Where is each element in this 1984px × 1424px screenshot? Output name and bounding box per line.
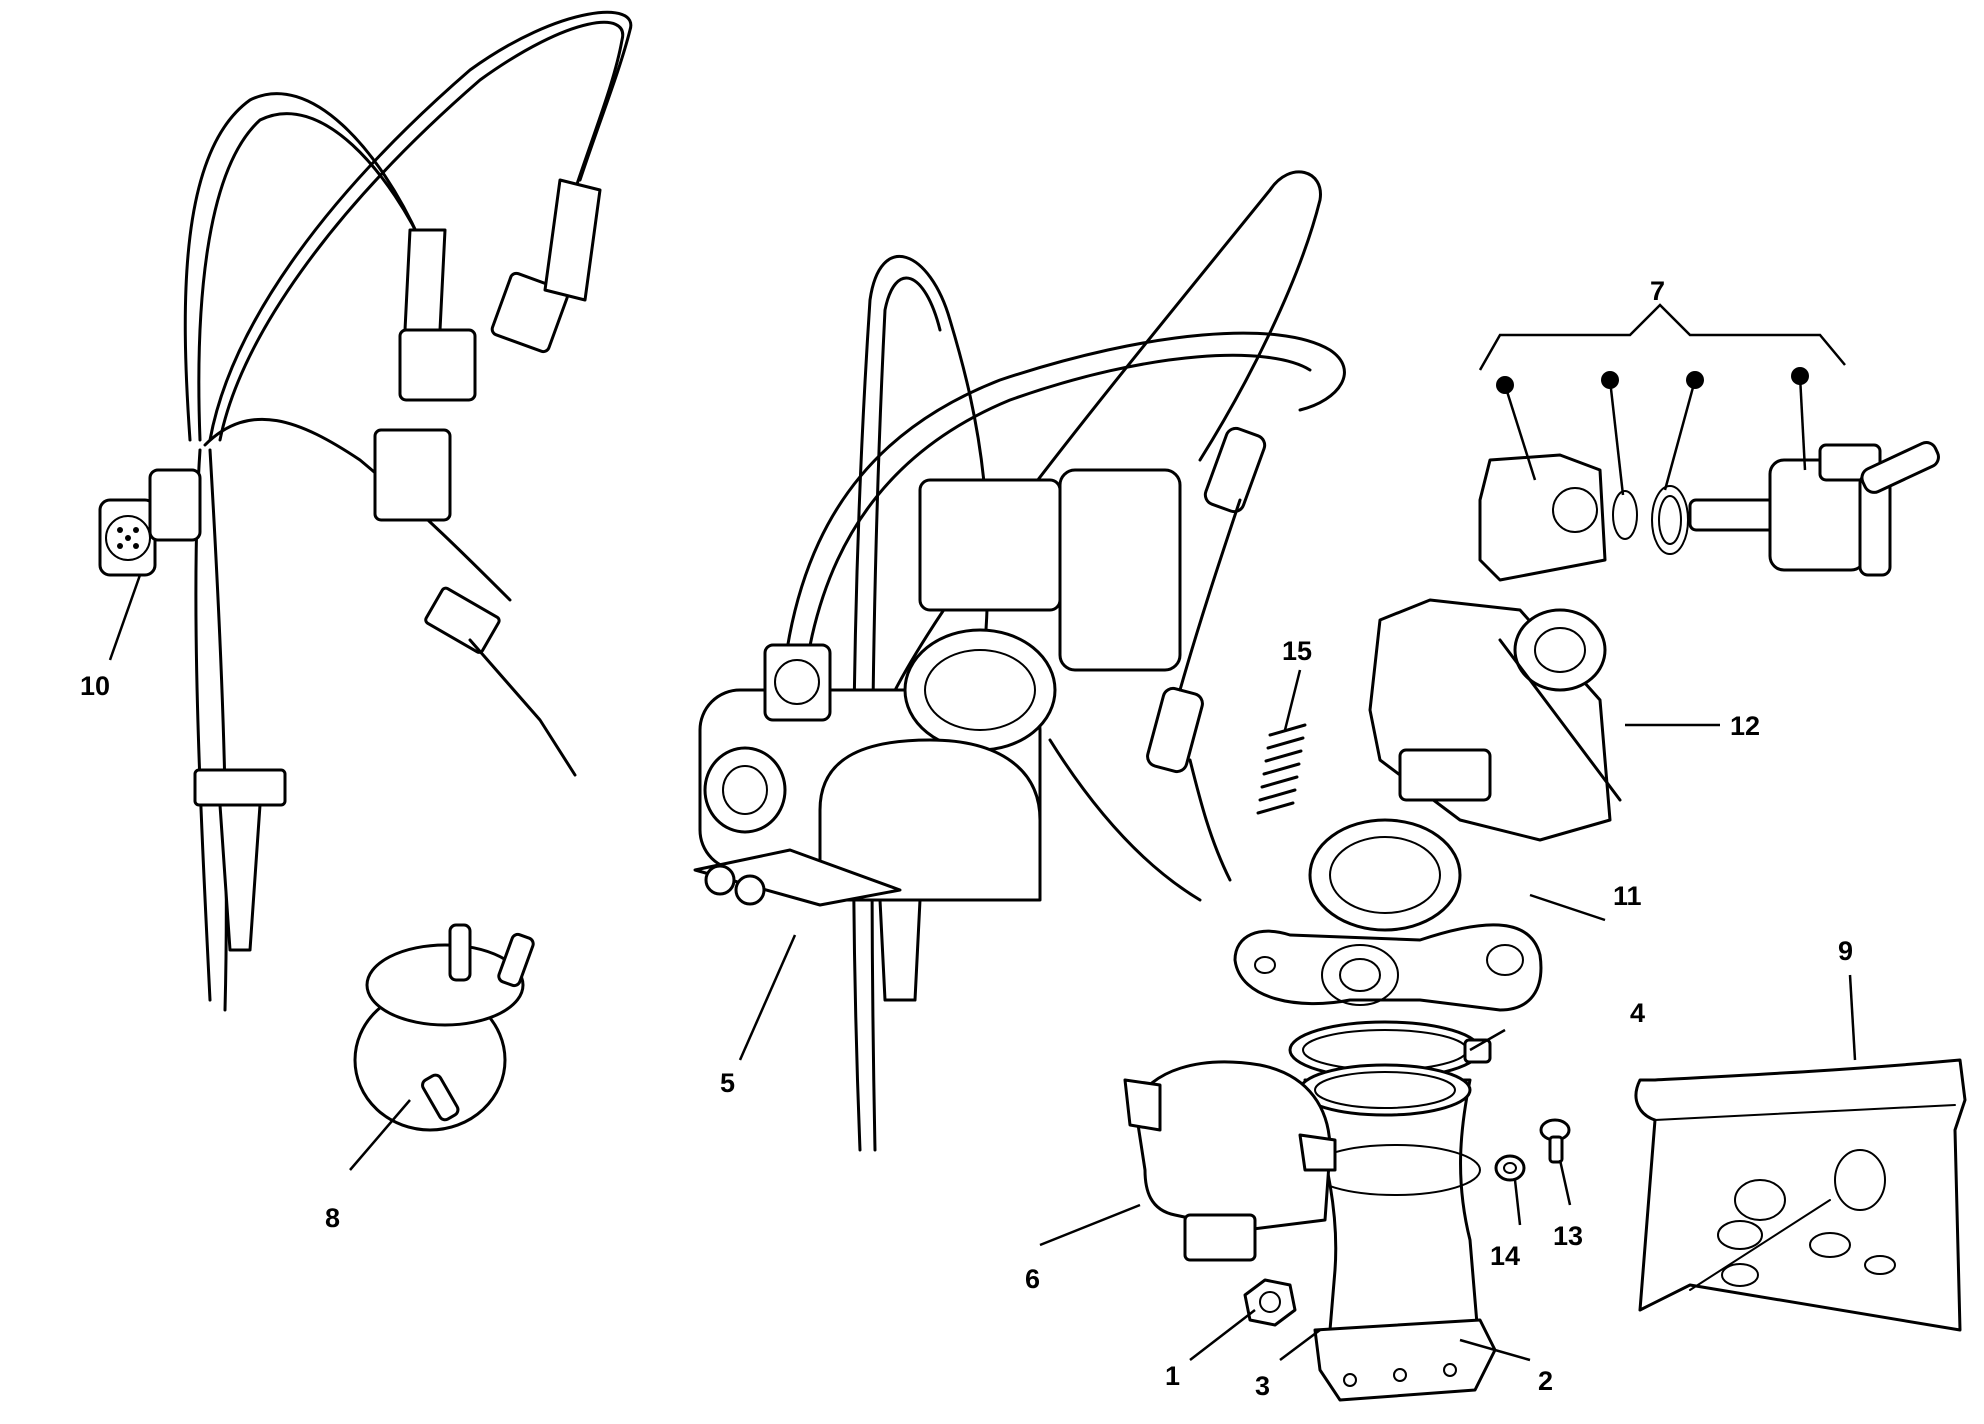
callout-8: 8	[325, 1203, 340, 1233]
spring	[1256, 723, 1307, 815]
throttle-body-right	[1368, 598, 1622, 842]
intake-manifold	[1298, 1063, 1497, 1402]
injector-kit	[1478, 303, 1940, 582]
callout-3: 3	[1255, 1371, 1270, 1401]
callout-4: 4	[1630, 998, 1645, 1028]
airbox-cover	[1123, 1060, 1337, 1262]
callout-10: 10	[80, 671, 110, 701]
nut	[1243, 1278, 1297, 1327]
screw	[1539, 1118, 1571, 1164]
fuel-pressure-regulator	[353, 923, 535, 1132]
callout-15: 15	[1282, 636, 1312, 666]
callout-6: 6	[1025, 1264, 1040, 1294]
heat-shield	[1634, 1058, 1967, 1332]
leader-lines	[108, 367, 1857, 1362]
callout-2: 2	[1538, 1366, 1553, 1396]
wiring-harness	[98, 10, 633, 1012]
intake-flange	[1233, 818, 1543, 1012]
callout-labels: 1 2 3 4 5 6 7 8 9 10 11 12 13 14 15	[80, 276, 1853, 1401]
callout-12: 12	[1730, 711, 1760, 741]
throttle-body-assembly	[693, 170, 1346, 1152]
callout-9: 9	[1838, 936, 1853, 966]
callout-11: 11	[1613, 881, 1642, 911]
callout-5: 5	[720, 1068, 735, 1098]
callout-7: 7	[1650, 276, 1665, 306]
callout-13: 13	[1553, 1221, 1583, 1251]
callout-14: 14	[1490, 1241, 1520, 1271]
callout-1: 1	[1165, 1361, 1180, 1391]
washer	[1494, 1154, 1526, 1182]
